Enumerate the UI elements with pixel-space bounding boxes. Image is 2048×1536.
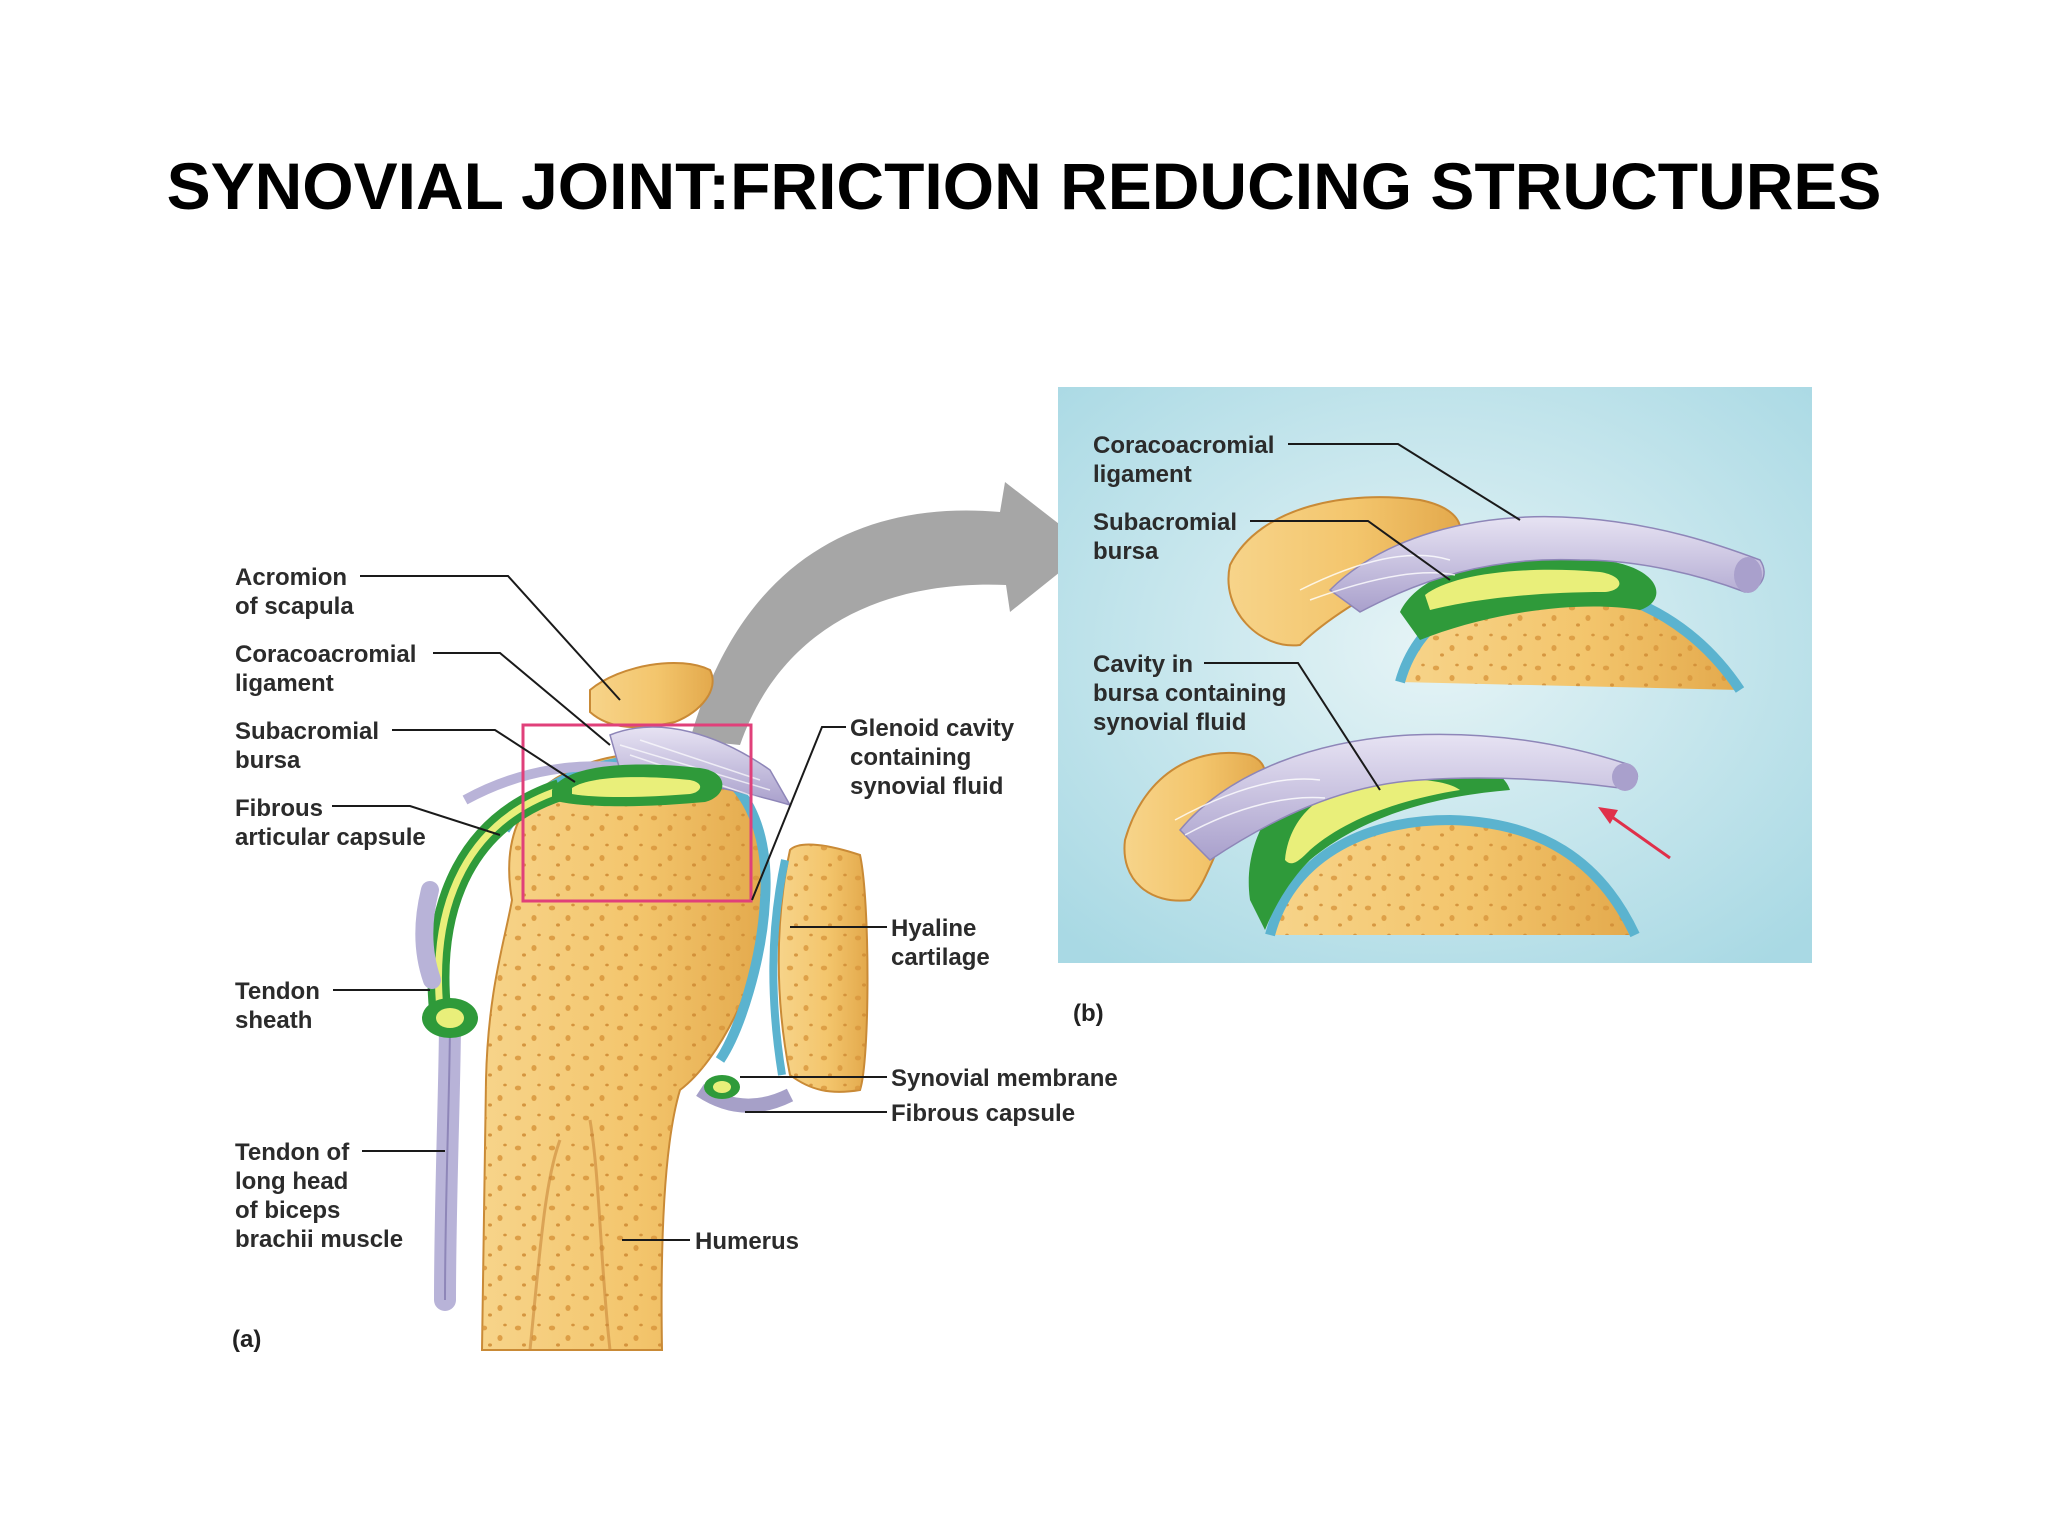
label-biceps-line1: Tendon of xyxy=(235,1139,350,1166)
b-label-cavity-line3: synovial fluid xyxy=(1093,709,1246,736)
label-synovial-membrane: Synovial membrane xyxy=(891,1065,1118,1092)
label-subacromial-line2: bursa xyxy=(235,747,301,774)
label-coraco-line2: ligament xyxy=(235,670,334,697)
leader-coraco xyxy=(433,652,611,746)
zoom-box xyxy=(521,723,753,903)
label-biceps-line2: long head xyxy=(235,1168,348,1195)
panel-a-tag: (a) xyxy=(232,1326,261,1353)
b-label-subacromial-line1: Subacromial xyxy=(1093,509,1237,536)
leader-fibrous-art xyxy=(332,805,501,836)
label-fibrous-capsule: Fibrous capsule xyxy=(891,1100,1075,1127)
b-label-coraco-line1: Coracoacromial xyxy=(1093,432,1274,459)
panel-b-tag: (b) xyxy=(1073,1000,1104,1027)
label-biceps-line4: brachii muscle xyxy=(235,1226,403,1253)
label-hyaline-line2: cartilage xyxy=(891,944,990,971)
acromion xyxy=(589,661,714,729)
panel-a-illustration xyxy=(415,482,1090,1351)
b-leader-subacromial xyxy=(1250,520,1451,581)
label-fibrous-art-line2: articular capsule xyxy=(235,824,426,851)
b-leader-coraco xyxy=(1288,443,1521,521)
label-hyaline-line1: Hyaline xyxy=(891,915,976,942)
panel-a-labels: Acromion of scapula Coracoacromial ligam… xyxy=(232,564,1118,1353)
b-leader-cavity xyxy=(1204,662,1381,791)
zoom-arrow xyxy=(690,482,1090,745)
label-tendon-sheath-line1: Tendon xyxy=(235,978,320,1005)
label-coraco-line1: Coracoacromial xyxy=(235,641,416,668)
b-label-cavity-line2: bursa containing xyxy=(1093,680,1286,707)
label-acromion-line1: Acromion xyxy=(235,564,347,591)
b-label-coraco-line2: ligament xyxy=(1093,461,1192,488)
label-acromion-line2: of scapula xyxy=(235,593,354,620)
label-subacromial-line1: Subacromial xyxy=(235,718,379,745)
leader-subacromial xyxy=(392,729,576,783)
label-humerus: Humerus xyxy=(695,1228,799,1255)
label-glenoid-line2: containing xyxy=(850,744,971,771)
label-glenoid-line1: Glenoid cavity xyxy=(850,715,1015,742)
leader-glenoid xyxy=(751,726,846,901)
slide-title: SYNOVIAL JOINT:FRICTION REDUCING STRUCTU… xyxy=(166,149,1882,223)
label-fibrous-art-line1: Fibrous xyxy=(235,795,323,822)
b-label-subacromial-line2: bursa xyxy=(1093,538,1159,565)
label-glenoid-line3: synovial fluid xyxy=(850,773,1003,800)
leader-acromion xyxy=(360,575,621,701)
label-biceps-line3: of biceps xyxy=(235,1197,340,1224)
panel-b-illustration xyxy=(1058,387,1812,963)
panel-b-labels: Coracoacromial ligament Subacromial burs… xyxy=(1073,432,1521,1027)
label-tendon-sheath-line2: sheath xyxy=(235,1007,312,1034)
b-label-cavity-line1: Cavity in xyxy=(1093,651,1193,678)
